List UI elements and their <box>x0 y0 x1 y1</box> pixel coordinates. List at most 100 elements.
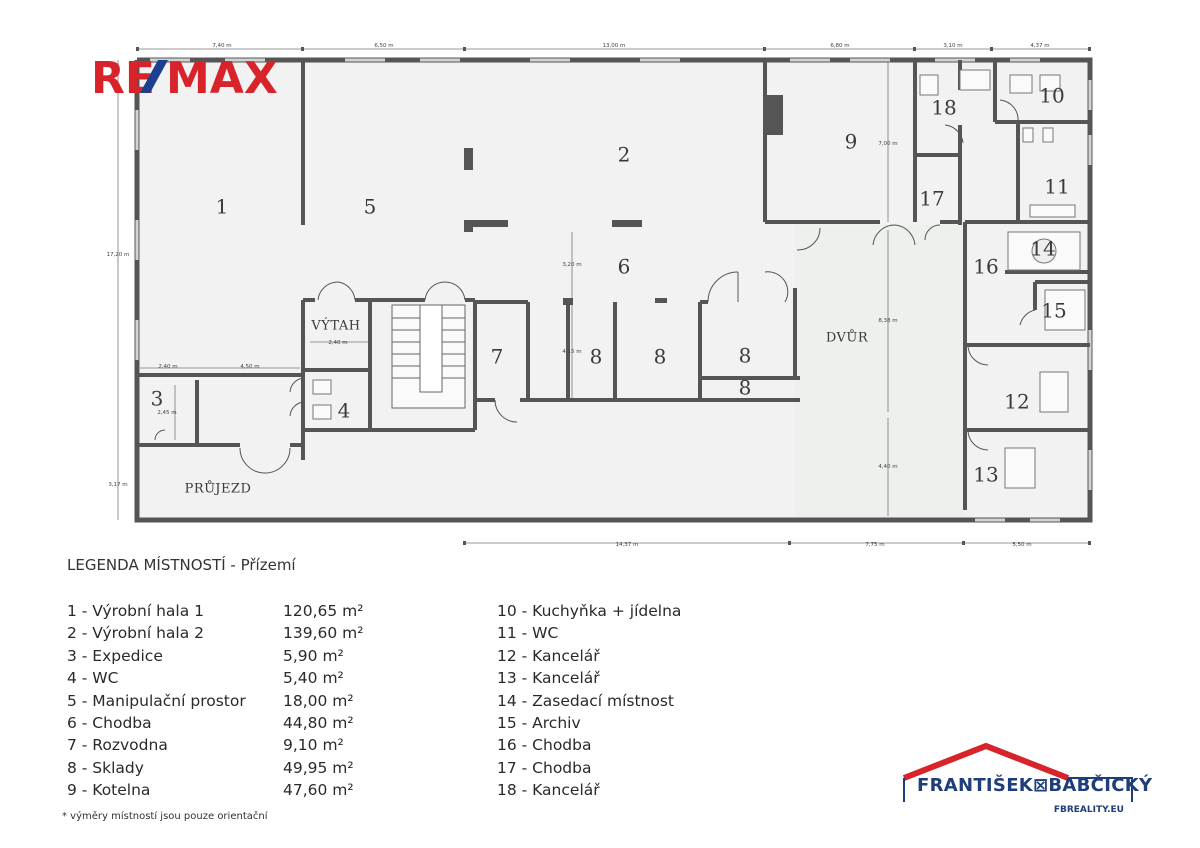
dim-left-2: 3,17 m <box>108 482 127 488</box>
remax-re: RE <box>91 53 155 104</box>
label-dvur: DVŮR <box>826 330 869 346</box>
agency-logo: FRANTIŠEK⊠BABČICKÝ FBREALITY.EU <box>900 742 1152 822</box>
legend-room-area: 5,40 m² <box>283 669 344 688</box>
dimension-lines <box>117 48 1090 544</box>
legend-row: 7 - Rozvodna 9,10 m² <box>67 734 427 756</box>
legend-row: 5 - Manipulační prostor 18,00 m² <box>67 690 427 712</box>
legend-row: 11 - WC <box>497 624 559 643</box>
dim-inner-240a: 2,40 m <box>158 364 177 370</box>
remax-logo: RE MAX <box>91 53 278 104</box>
legend-room-name: 1 - Výrobní hala 1 <box>67 602 204 620</box>
legend-room-area: 120,65 m² <box>283 602 364 620</box>
dim-inner-700: 7,00 m <box>878 141 897 147</box>
courtyard-floor <box>795 225 963 518</box>
legend-room-name: 3 - Expedice <box>67 646 163 665</box>
legend-row: 2 - Výrobní hala 2 139,60 m² <box>67 622 427 644</box>
legend-row: 13 - Kancelář <box>497 669 600 688</box>
doors <box>154 99 1036 474</box>
room-numbers: 1 2 3 4 5 6 7 8 8 8 8 9 10 11 12 13 14 1… <box>151 84 1070 497</box>
legend-row: 3 - Expedice 5,90 m² <box>67 645 427 667</box>
dim-top-4: 6,80 m <box>830 43 849 49</box>
dim-left-1: 17,20 m <box>107 252 130 258</box>
room-4: 4 <box>338 399 351 423</box>
outer-walls <box>134 57 1093 523</box>
legend-row: 15 - Archiv <box>497 713 581 732</box>
room-6: 6 <box>618 255 631 279</box>
remax-max: MAX <box>166 53 278 104</box>
room-13: 13 <box>973 463 998 487</box>
house-roof-icon <box>902 742 1133 802</box>
room-8b: 8 <box>654 345 667 369</box>
dim-top-3: 13,00 m <box>603 43 626 49</box>
legend-row: 16 - Chodba <box>497 736 592 755</box>
room-8a: 8 <box>590 345 603 369</box>
legend-row: 12 - Kancelář <box>497 646 600 665</box>
legend-room-area: 5,90 m² <box>283 646 344 665</box>
room-8d: 8 <box>739 376 752 400</box>
room-11: 11 <box>1044 175 1069 199</box>
legend-room-area: 18,00 m² <box>283 691 354 710</box>
room-14: 14 <box>1030 237 1055 261</box>
label-vytah: VÝTAH <box>310 318 360 334</box>
dimension-ticks <box>136 47 1091 545</box>
legend-row: 10 - Kuchyňka + jídelna <box>497 602 682 620</box>
pillars <box>464 95 783 305</box>
room-8c: 8 <box>739 344 752 368</box>
dim-bottom-2: 7,75 m <box>865 542 884 548</box>
legend-room-name: 7 - Rozvodna <box>67 736 168 755</box>
label-prujezd: PRŮJEZD <box>185 481 252 497</box>
dim-bottom-1: 14,37 m <box>616 542 639 548</box>
legend-room-name: 2 - Výrobní hala 2 <box>67 624 204 643</box>
room-17: 17 <box>919 187 944 211</box>
legend-row: 6 - Chodba 44,80 m² <box>67 712 427 734</box>
dim-inner-440: 4,40 m <box>878 464 897 470</box>
legend-row: 18 - Kancelář <box>497 781 600 800</box>
legend-room-name: 4 - WC <box>67 669 119 688</box>
furniture <box>312 69 1086 489</box>
legend-room-name: 8 - Sklady <box>67 758 144 777</box>
floor-plan: 7,40 m 6,50 m 13,00 m 6,80 m 3,10 m 4,37… <box>91 43 1093 548</box>
legend-row: 4 - WC 5,40 m² <box>67 667 427 689</box>
legend-title: LEGENDA MÍSTNOSTÍ - Přízemí <box>67 556 296 574</box>
interior-walls <box>137 60 1090 510</box>
agency-name: FRANTIŠEK⊠BABČICKÝ <box>917 775 1153 796</box>
legend-room-name: 6 - Chodba <box>67 713 152 732</box>
legend-room-area: 139,60 m² <box>283 624 364 643</box>
dimension-labels: 7,40 m 6,50 m 13,00 m 6,80 m 3,10 m 4,37… <box>107 43 1050 548</box>
room-16: 16 <box>973 255 998 279</box>
dim-top-1: 7,40 m <box>212 43 231 49</box>
agency-url: FBREALITY.EU <box>1053 805 1124 815</box>
legend-row: 1 - Výrobní hala 1 120,65 m² <box>67 600 427 622</box>
dim-bottom-3: 5,50 m <box>1012 542 1031 548</box>
dim-inner-245: 2,45 m <box>157 410 176 416</box>
room-12: 12 <box>1004 390 1029 414</box>
dim-inner-450: 4,50 m <box>240 364 259 370</box>
room-1: 1 <box>216 195 229 219</box>
dim-inner-320: 3,20 m <box>562 262 581 268</box>
staircase <box>391 304 466 409</box>
dim-top-5: 3,10 m <box>943 43 962 49</box>
legend-left-column: 1 - Výrobní hala 1 120,65 m² 2 - Výrobní … <box>67 600 427 802</box>
dim-inner-415: 4,15 m <box>562 349 581 355</box>
legend-room-area: 49,95 m² <box>283 758 354 777</box>
room-3: 3 <box>151 387 164 411</box>
legend-room-name: 9 - Kotelna <box>67 781 151 800</box>
room-9: 9 <box>845 130 858 154</box>
room-5: 5 <box>364 195 377 219</box>
legend-row: 8 - Sklady 49,95 m² <box>67 757 427 779</box>
legend-row: 14 - Zasedací místnost <box>497 691 675 710</box>
legend-room-area: 9,10 m² <box>283 736 344 755</box>
footnote: * výměry místností jsou pouze orientační <box>62 811 268 822</box>
room-15: 15 <box>1041 299 1066 323</box>
remax-slash-icon <box>140 60 168 93</box>
windows <box>135 58 1092 522</box>
dim-inner-838: 8,38 m <box>878 318 897 324</box>
legend-room-name: 5 - Manipulační prostor <box>67 691 246 710</box>
legend-row: 17 - Chodba <box>497 758 592 777</box>
legend-room-area: 44,80 m² <box>283 713 354 732</box>
room-7: 7 <box>491 345 504 369</box>
dim-top-6: 4,37 m <box>1030 43 1049 49</box>
dim-top-2: 6,50 m <box>374 43 393 49</box>
dim-inner-240b: 2,40 m <box>328 340 347 346</box>
